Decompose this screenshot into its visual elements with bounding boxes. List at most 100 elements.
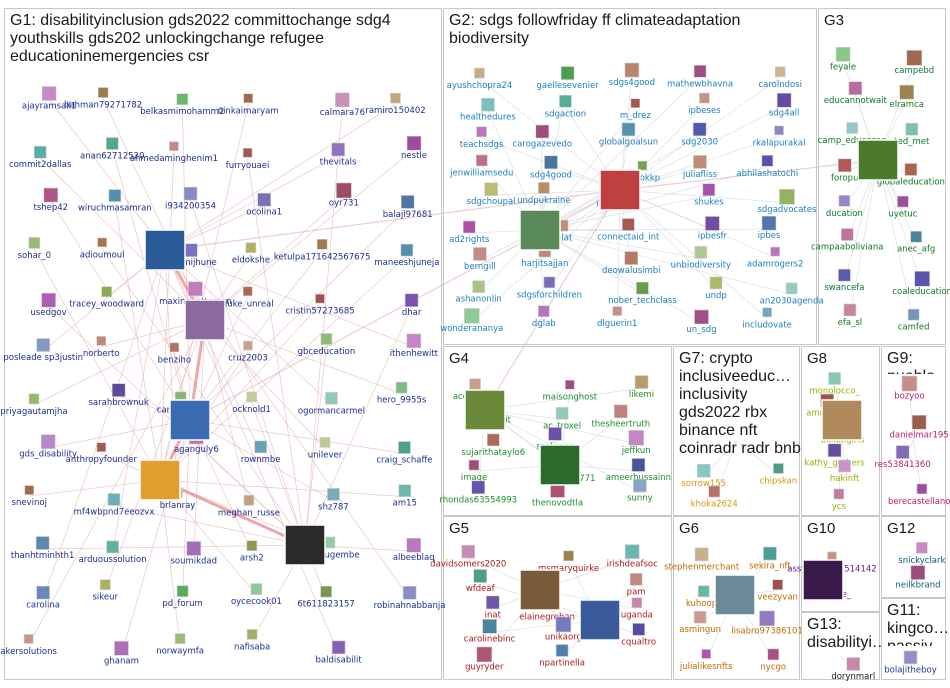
graph-node: ketulpa171642567675: [274, 239, 370, 262]
graph-edge: [849, 159, 879, 317]
graph-node: arsh2: [240, 540, 264, 564]
node-label: sujarithataylo6: [461, 448, 525, 458]
node-label: furryouaei: [226, 161, 270, 171]
node-label: adioumoul: [80, 250, 125, 260]
hub-avatar: [599, 169, 641, 211]
node-avatar: [111, 383, 126, 397]
graph-edge: [619, 189, 776, 258]
graph-node: calmara76: [320, 92, 365, 118]
node-label: thenovodtla: [532, 498, 583, 508]
node-label: ketulpa171642567675: [274, 252, 370, 262]
node-label: ramiro150402: [365, 106, 425, 116]
node-avatar: [637, 160, 648, 171]
node-label: wfdeaf: [466, 584, 496, 594]
node-label: mf4wbpnd7eeozvx: [74, 507, 155, 517]
graph-node: berecastellano5: [888, 483, 950, 507]
node-label: m_drez: [620, 111, 651, 121]
node-label: ahmedaminghenim1: [130, 154, 218, 164]
graph-node: priyagautamjha: [0, 393, 68, 417]
node-avatar: [28, 393, 40, 405]
graph-edge-cross: [619, 159, 879, 191]
graph-node: baldisabilit: [316, 640, 362, 665]
node-label: robinahnabbanja: [374, 601, 446, 611]
node-avatar: [246, 391, 257, 403]
graph-node: chipskan: [760, 463, 797, 486]
node-avatar: [899, 84, 915, 100]
graph-node: ithenhewitt: [390, 333, 439, 359]
panel-frame-g1: [4, 8, 442, 680]
node-avatar: [404, 293, 419, 308]
panel-frame-g7: [673, 346, 800, 516]
node-avatar: [897, 195, 909, 208]
node-label: sdgadvocates: [757, 205, 816, 215]
graph-node: unbiodiversity: [671, 246, 731, 270]
node-label: sunny: [627, 494, 653, 504]
graph-edge: [251, 402, 306, 546]
node-avatar: [903, 650, 918, 665]
node-label: cristin57273685: [285, 307, 354, 317]
graph-edge: [112, 249, 166, 553]
node-label: maneeshjuneja: [374, 258, 439, 268]
graph-edge-cross: [484, 189, 621, 411]
node-label: ashokkp: [625, 174, 660, 184]
graph-node: shz787: [318, 488, 349, 512]
node-label: rownmbe: [241, 455, 281, 465]
node-label: ad2rights: [449, 235, 490, 245]
node-label: julialikesnfts: [679, 662, 733, 672]
graph-edge: [164, 155, 339, 251]
graph-node: sdg4good: [530, 155, 572, 180]
graph-edge: [42, 544, 306, 550]
graph-node: shukes: [694, 183, 724, 208]
node-label: nober_techclass: [608, 296, 677, 306]
node-avatar: [772, 579, 783, 591]
node-avatar: [331, 640, 346, 655]
node-label: uganda: [621, 611, 653, 621]
node-label: sdg4all: [769, 108, 800, 118]
node-label: arsh2: [240, 554, 264, 564]
node-label: mathewbhavna: [667, 79, 733, 89]
graph-node: ipbesfr: [698, 216, 728, 241]
panel-frame-g4: [443, 346, 672, 516]
node-label: gbceducation: [298, 347, 356, 357]
node-avatar: [327, 488, 340, 501]
graph-edge: [42, 249, 166, 599]
node-label: oyr731: [329, 198, 359, 208]
node-label: cqualtro: [621, 637, 656, 647]
node-avatar: [779, 188, 795, 205]
graph-node: feyale: [830, 47, 856, 72]
graph-edge: [104, 319, 206, 591]
graph-node: adamrogers2: [747, 246, 803, 270]
node-label: includovate: [742, 320, 792, 330]
node-label: sdgs4good: [609, 78, 655, 88]
node-label: abhilashatochi: [736, 169, 798, 179]
graph-node: oycecook01: [231, 583, 282, 607]
node-label: carogazevedo: [513, 140, 573, 150]
graph-node: campebd: [895, 50, 934, 76]
graph-node: jeffkun: [621, 430, 651, 456]
node-avatar: [335, 92, 350, 108]
node-label: shukes: [694, 198, 724, 208]
node-avatar: [482, 619, 497, 634]
node-avatar: [694, 309, 709, 325]
node-label: msmaryquirke: [538, 564, 599, 574]
node-label: khoka2624: [691, 500, 738, 510]
graph-node: maneeshjuneja: [374, 243, 439, 268]
node-avatar: [468, 459, 480, 471]
graph-node: cruz2003: [228, 340, 268, 364]
node-label: thesheertruth: [591, 419, 650, 429]
node-label: eldokshe: [232, 256, 270, 266]
graph-edge: [304, 344, 327, 546]
graph-node: kathy_gethers: [804, 443, 865, 468]
node-avatar: [176, 585, 189, 597]
graph-node: albeeblaq: [393, 537, 435, 563]
node-label: sdg4good: [530, 170, 572, 180]
graph-node: unikaorg: [545, 616, 582, 642]
node-avatar: [96, 336, 107, 346]
node-avatar: [613, 404, 628, 419]
node-avatar: [400, 243, 414, 257]
graph-node: veezyvan: [757, 579, 798, 603]
node-avatar: [469, 378, 481, 391]
node-label: shz787: [318, 502, 349, 512]
panel-frame-g6: [673, 516, 800, 680]
node-label: educannotwait: [824, 96, 888, 106]
